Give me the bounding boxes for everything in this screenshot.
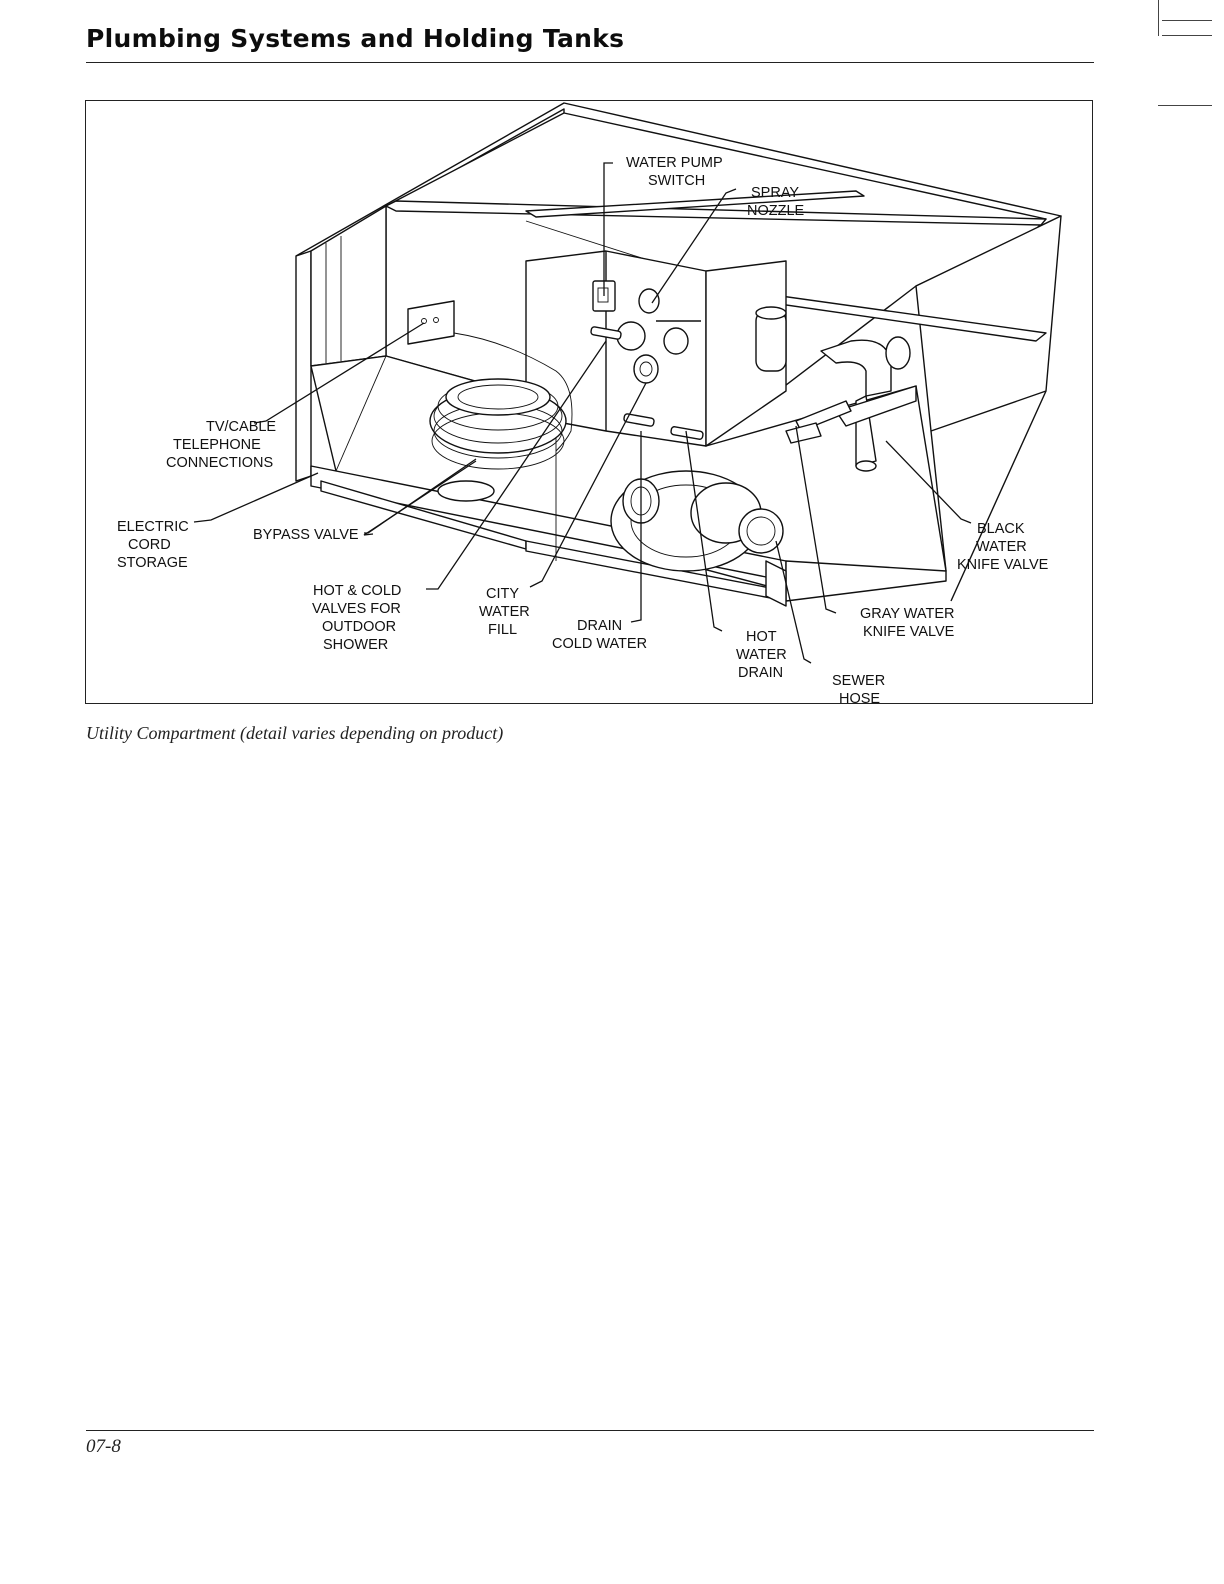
figure-caption: Utility Compartment (detail varies depen… xyxy=(86,723,504,743)
corner-mark xyxy=(1158,105,1212,106)
compartment-illustration xyxy=(295,102,1062,607)
page-number: 07-8 xyxy=(86,1436,121,1457)
label-bypass-valve: BYPASS VALVE xyxy=(253,527,359,543)
corner-mark xyxy=(1158,0,1159,36)
header-rule xyxy=(86,62,1094,63)
page-title: Plumbing Systems and Holding Tanks xyxy=(86,24,625,53)
leader-lines xyxy=(193,162,972,664)
corner-mark xyxy=(1162,35,1212,36)
footer-rule xyxy=(86,1430,1094,1431)
corner-mark xyxy=(1162,20,1212,21)
